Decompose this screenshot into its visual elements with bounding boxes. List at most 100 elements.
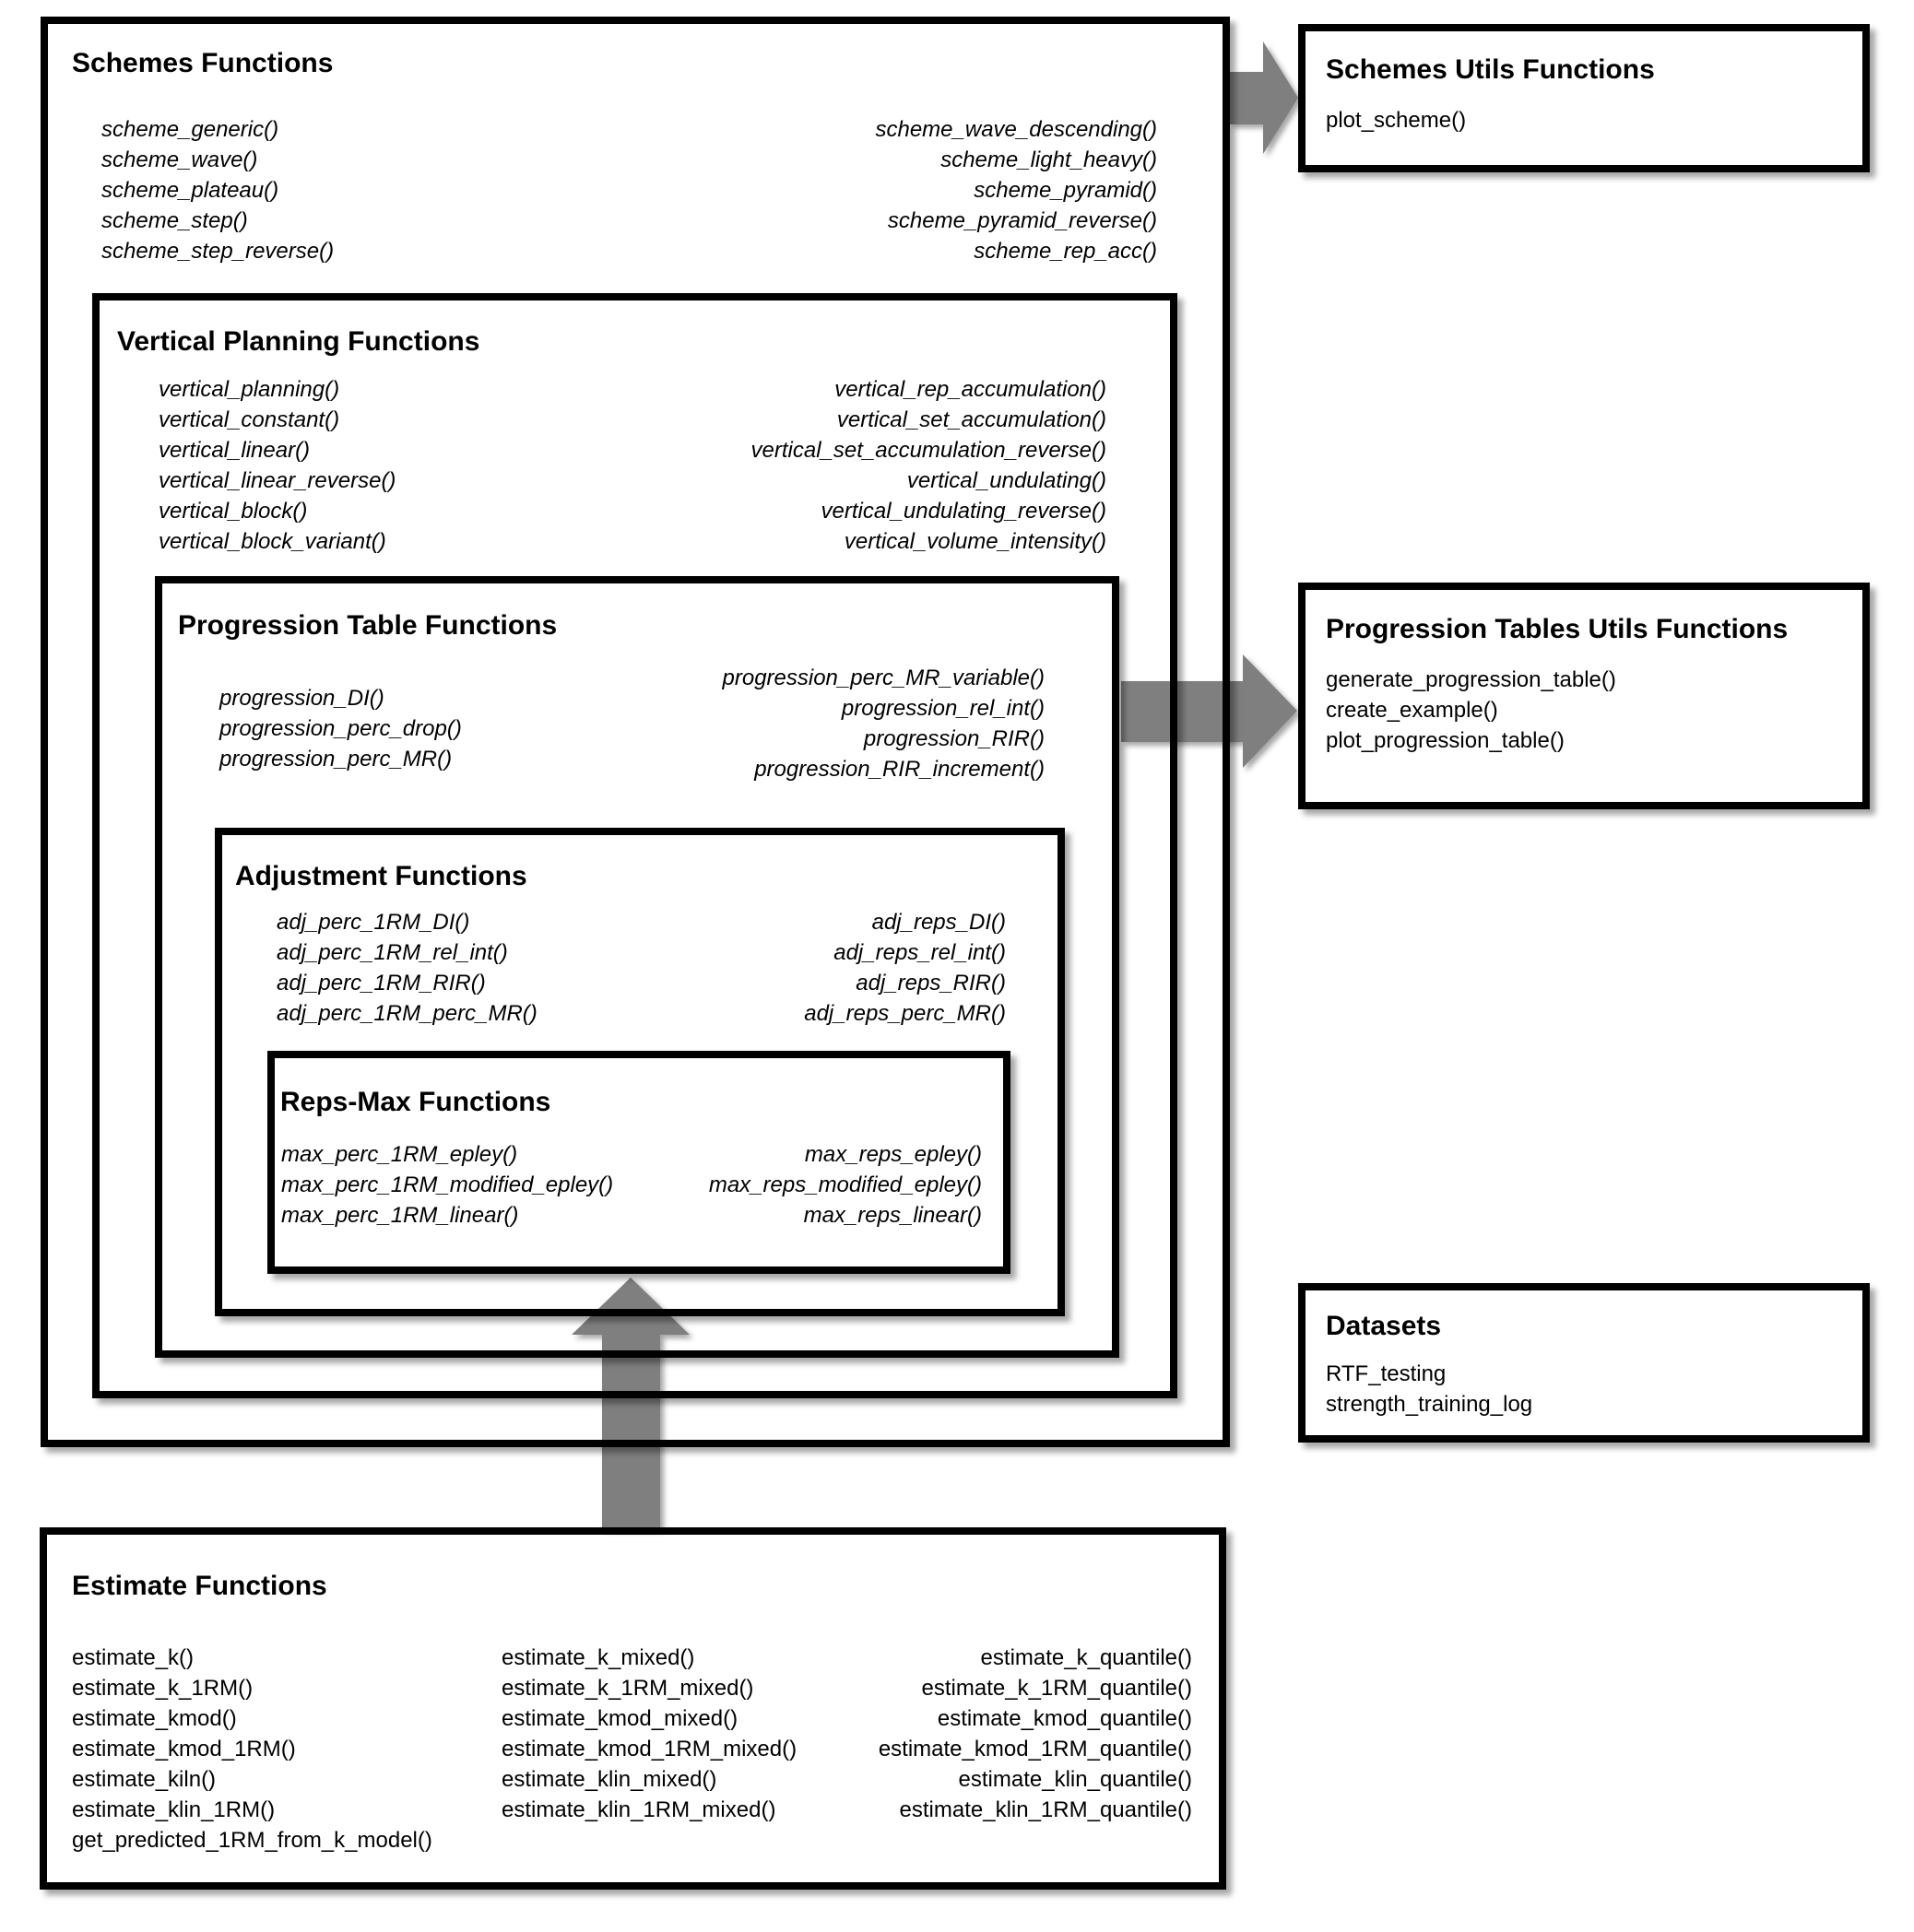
function-item: estimate_klin_mixed() [502, 1767, 717, 1792]
vertical-left-column: vertical_planning() vertical_constant() … [159, 374, 396, 557]
function-item: max_perc_1RM_epley() [281, 1142, 518, 1167]
function-item: vertical_constant() [159, 407, 340, 432]
function-item: scheme_rep_acc() [974, 239, 1157, 264]
function-item: adj_perc_1RM_rel_int() [277, 940, 508, 965]
schemes-functions-title: Schemes Functions [72, 48, 334, 78]
adjustment-right-column: adj_reps_DI() adj_reps_rel_int() adj_rep… [804, 907, 1006, 1029]
function-item: estimate_k_mixed() [502, 1645, 695, 1670]
function-item: estimate_klin_quantile() [958, 1767, 1192, 1792]
function-item: estimate_k_1RM_mixed() [502, 1676, 754, 1701]
function-item: estimate_k_1RM() [72, 1676, 254, 1701]
function-item: scheme_plateau() [101, 178, 279, 203]
function-item: vertical_block() [159, 499, 308, 524]
estimate-functions-box: Estimate Functions estimate_k() estimate… [40, 1527, 1226, 1890]
function-item: adj_reps_RIR() [856, 971, 1006, 995]
function-item: adj_reps_DI() [871, 910, 1006, 935]
function-item: adj_perc_1RM_DI() [277, 910, 470, 935]
function-item: vertical_planning() [159, 377, 340, 402]
progression-right-column: progression_perc_MR_variable() progressi… [723, 663, 1046, 784]
arrow-head-up-icon [572, 1278, 690, 1335]
function-item: estimate_kiln() [72, 1767, 217, 1792]
function-item: scheme_pyramid() [974, 178, 1157, 203]
schemes-utils-functions-box: Schemes Utils Functions plot_scheme() [1298, 24, 1870, 172]
vertical-planning-list: vertical_planning() vertical_constant() … [159, 374, 1106, 557]
schemes-utils-title: Schemes Utils Functions [1326, 54, 1655, 85]
function-item: vertical_undulating_reverse() [821, 499, 1107, 524]
function-item: scheme_wave() [101, 147, 258, 172]
function-item: max_reps_linear() [803, 1203, 982, 1228]
repsmax-right-column: max_reps_epley() max_reps_modified_epley… [709, 1139, 982, 1231]
arrow-schemes-to-schemes-utils [1230, 41, 1298, 154]
function-item: estimate_klin_1RM_quantile() [899, 1797, 1192, 1822]
dataset-item: strength_training_log [1326, 1392, 1533, 1417]
vertical-right-column: vertical_rep_accumulation() vertical_set… [751, 374, 1107, 557]
schemes-functions-box: Schemes Functions scheme_generic() schem… [41, 17, 1230, 1447]
function-item: plot_progression_table() [1326, 728, 1565, 753]
adjustment-functions-title: Adjustment Functions [235, 861, 527, 891]
arrow-estimate-to-repsmax [572, 1278, 690, 1528]
function-item: scheme_step() [101, 208, 248, 233]
dataset-item: RTF_testing [1326, 1361, 1447, 1386]
function-item: get_predicted_1RM_from_k_model() [72, 1828, 432, 1853]
function-item: vertical_linear_reverse() [159, 468, 396, 493]
function-item: generate_progression_table() [1326, 667, 1616, 692]
function-item: estimate_k_1RM_quantile() [921, 1676, 1192, 1701]
estimate-functions-title: Estimate Functions [72, 1571, 327, 1601]
function-item: vertical_block_variant() [159, 529, 386, 554]
function-item: estimate_klin_1RM() [72, 1797, 276, 1822]
function-item: progression_perc_MR() [219, 747, 453, 772]
adjustment-left-column: adj_perc_1RM_DI() adj_perc_1RM_rel_int()… [277, 907, 538, 1029]
function-item: max_perc_1RM_modified_epley() [281, 1172, 614, 1197]
function-item: progression_perc_MR_variable() [722, 666, 1046, 690]
function-item: estimate_kmod_1RM_mixed() [502, 1737, 798, 1761]
progression-table-title: Progression Table Functions [178, 610, 558, 641]
repsmax-left-column: max_perc_1RM_epley() max_perc_1RM_modifi… [281, 1139, 613, 1231]
function-item: progression_RIR_increment() [754, 757, 1045, 782]
progression-tables-utils-functions-box: Progression Tables Utils Functions gener… [1298, 583, 1870, 809]
function-item: estimate_kmod_mixed() [502, 1706, 738, 1731]
arrow-shaft [602, 1333, 660, 1528]
function-item: estimate_kmod_1RM() [72, 1737, 296, 1761]
function-item: scheme_generic() [101, 117, 279, 142]
adjustment-functions-box: Adjustment Functions adj_perc_1RM_DI() a… [215, 828, 1065, 1316]
schemes-functions-list: scheme_generic() scheme_wave() scheme_pl… [101, 114, 1157, 266]
schemes-utils-list: plot_scheme() [1326, 105, 1466, 135]
function-item: estimate_klin_1RM_mixed() [502, 1797, 776, 1822]
schemes-right-column: scheme_wave_descending() scheme_light_he… [875, 114, 1157, 266]
function-item: scheme_light_heavy() [940, 147, 1157, 172]
function-item: adj_perc_1RM_perc_MR() [277, 1001, 538, 1026]
function-item: max_perc_1RM_linear() [281, 1203, 519, 1228]
function-item: adj_reps_rel_int() [833, 940, 1006, 965]
function-item: max_reps_modified_epley() [708, 1172, 982, 1197]
reps-max-functions-box: Reps-Max Functions max_perc_1RM_epley() … [267, 1051, 1010, 1274]
arrow-head-right-icon [1243, 654, 1297, 768]
function-item: adj_perc_1RM_RIR() [277, 971, 486, 995]
function-item: vertical_linear() [159, 438, 311, 463]
function-item: max_reps_epley() [804, 1142, 982, 1167]
function-item: plot_scheme() [1326, 108, 1467, 133]
progression-table-functions-box: Progression Table Functions progression_… [155, 576, 1119, 1358]
estimate-column-1: estimate_k() estimate_k_1RM() estimate_k… [72, 1643, 432, 1855]
progression-tables-utils-list: generate_progression_table() create_exam… [1326, 665, 1616, 756]
vertical-planning-functions-box: Vertical Planning Functions vertical_pla… [92, 293, 1177, 1398]
function-item: scheme_wave_descending() [875, 117, 1157, 142]
progression-left-column: progression_DI() progression_perc_drop()… [219, 683, 462, 784]
function-item: vertical_set_accumulation() [836, 407, 1106, 432]
function-item: vertical_volume_intensity() [844, 529, 1106, 554]
datasets-list: RTF_testing strength_training_log [1326, 1359, 1532, 1420]
function-item: estimate_kmod_1RM_quantile() [878, 1737, 1192, 1761]
estimate-column-2: estimate_k_mixed() estimate_k_1RM_mixed(… [502, 1643, 797, 1825]
function-item: estimate_k_quantile() [980, 1645, 1192, 1670]
function-item: scheme_pyramid_reverse() [887, 208, 1157, 233]
function-item: vertical_set_accumulation_reverse() [750, 438, 1107, 463]
datasets-box: Datasets RTF_testing strength_training_l… [1298, 1283, 1870, 1443]
function-item: create_example() [1326, 698, 1498, 723]
function-item: estimate_kmod_quantile() [937, 1706, 1192, 1731]
function-item: vertical_rep_accumulation() [834, 377, 1106, 402]
vertical-planning-title: Vertical Planning Functions [117, 326, 480, 357]
arrow-shaft [1230, 72, 1267, 124]
schemes-left-column: scheme_generic() scheme_wave() scheme_pl… [101, 114, 334, 266]
function-item: progression_RIR() [863, 726, 1045, 751]
function-item: progression_rel_int() [841, 696, 1045, 721]
adjustment-functions-list: adj_perc_1RM_DI() adj_perc_1RM_rel_int()… [277, 907, 1006, 1029]
